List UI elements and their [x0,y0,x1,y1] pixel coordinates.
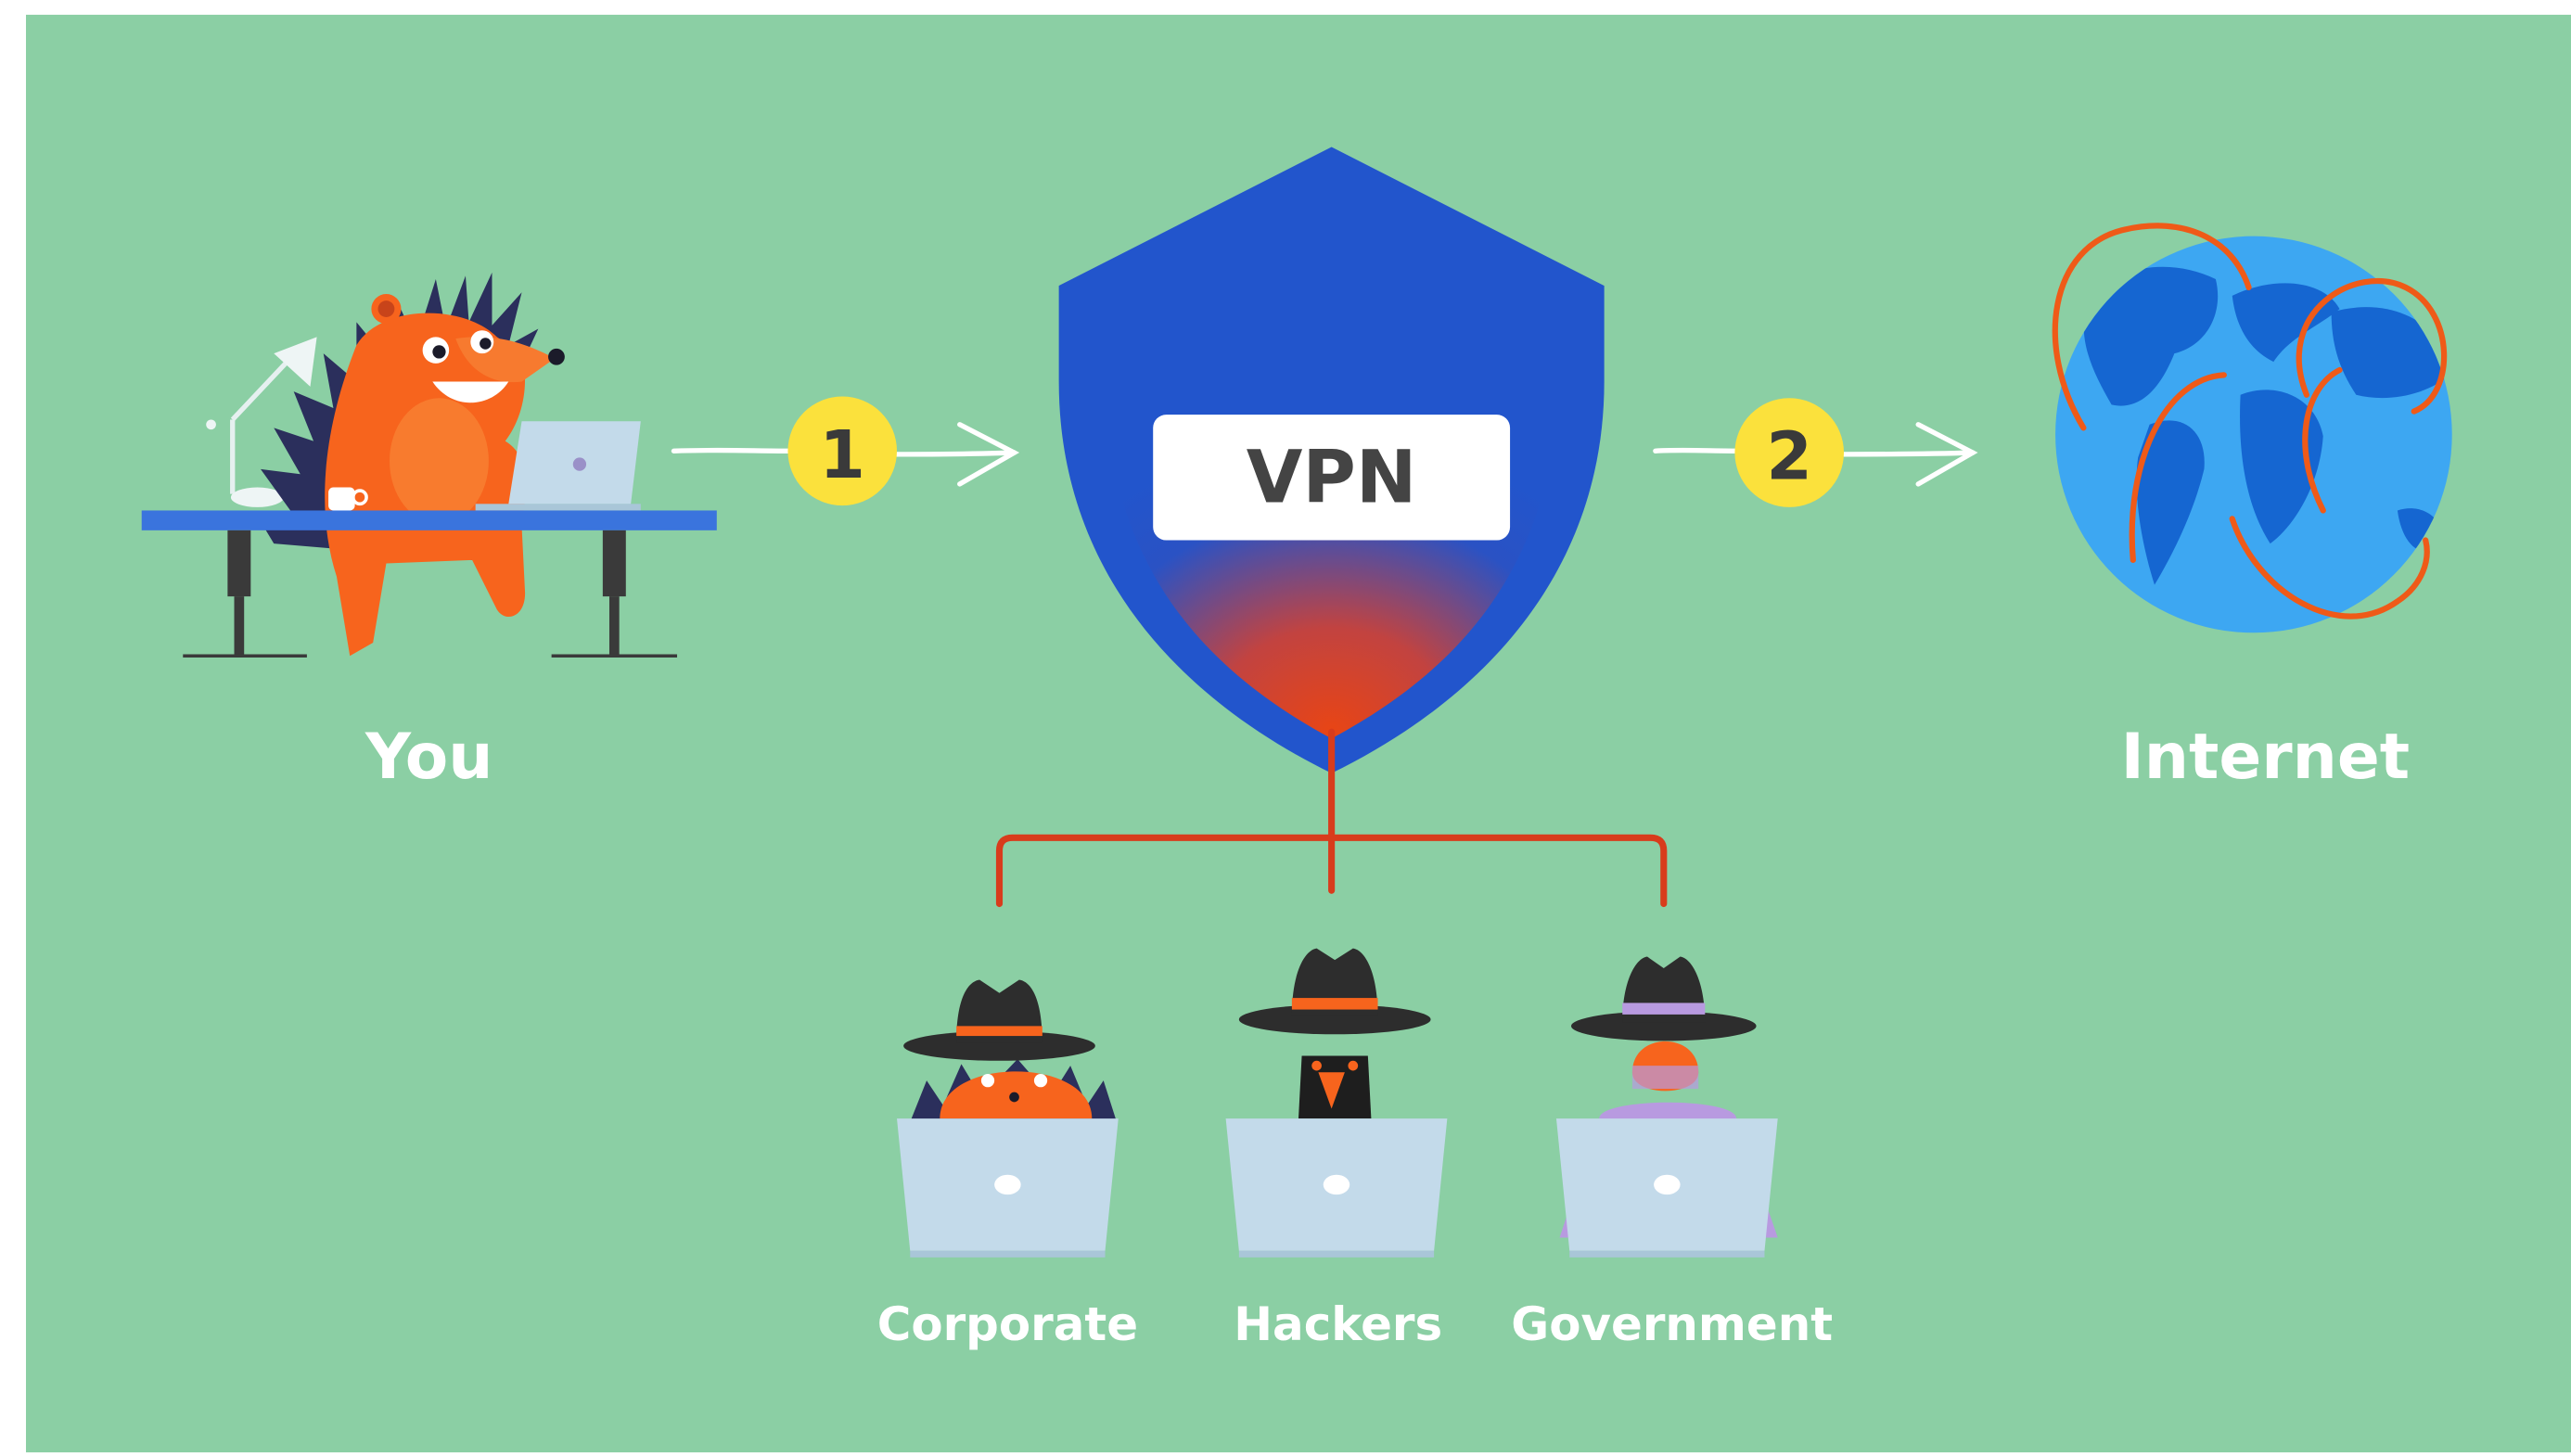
spy-agent-laptop-icon [1555,956,1778,1258]
desk-lamp-icon [206,337,317,507]
vpn-diagram: You 1 VPN 2 [26,14,2571,1453]
desk [141,510,717,530]
spy-dog-laptop-icon [1225,948,1448,1258]
arrow-vpn-to-internet [1653,422,1978,487]
government-label: Government [1511,1297,1833,1351]
globe-icon [2052,223,2452,633]
step-1-number: 1 [819,416,865,493]
vpn-label: VPN [1247,436,1417,520]
hedgehog-at-desk-icon [141,272,717,658]
internet-label: Internet [2121,720,2410,793]
step-2-badge: 2 [1734,398,1844,507]
arrow-you-to-vpn [671,422,1020,487]
shield-icon: VPN [1058,147,1605,773]
vpn-label-box [1153,415,1511,541]
you-label: You [365,720,493,793]
corporate-label: Corporate [877,1297,1138,1351]
hackers-label: Hackers [1234,1297,1442,1351]
step-2-number: 2 [1766,418,1812,495]
step-1-badge: 1 [787,396,898,506]
vpn-branch-lines [995,728,1668,908]
spy-hedgehog-laptop-icon [897,979,1119,1258]
